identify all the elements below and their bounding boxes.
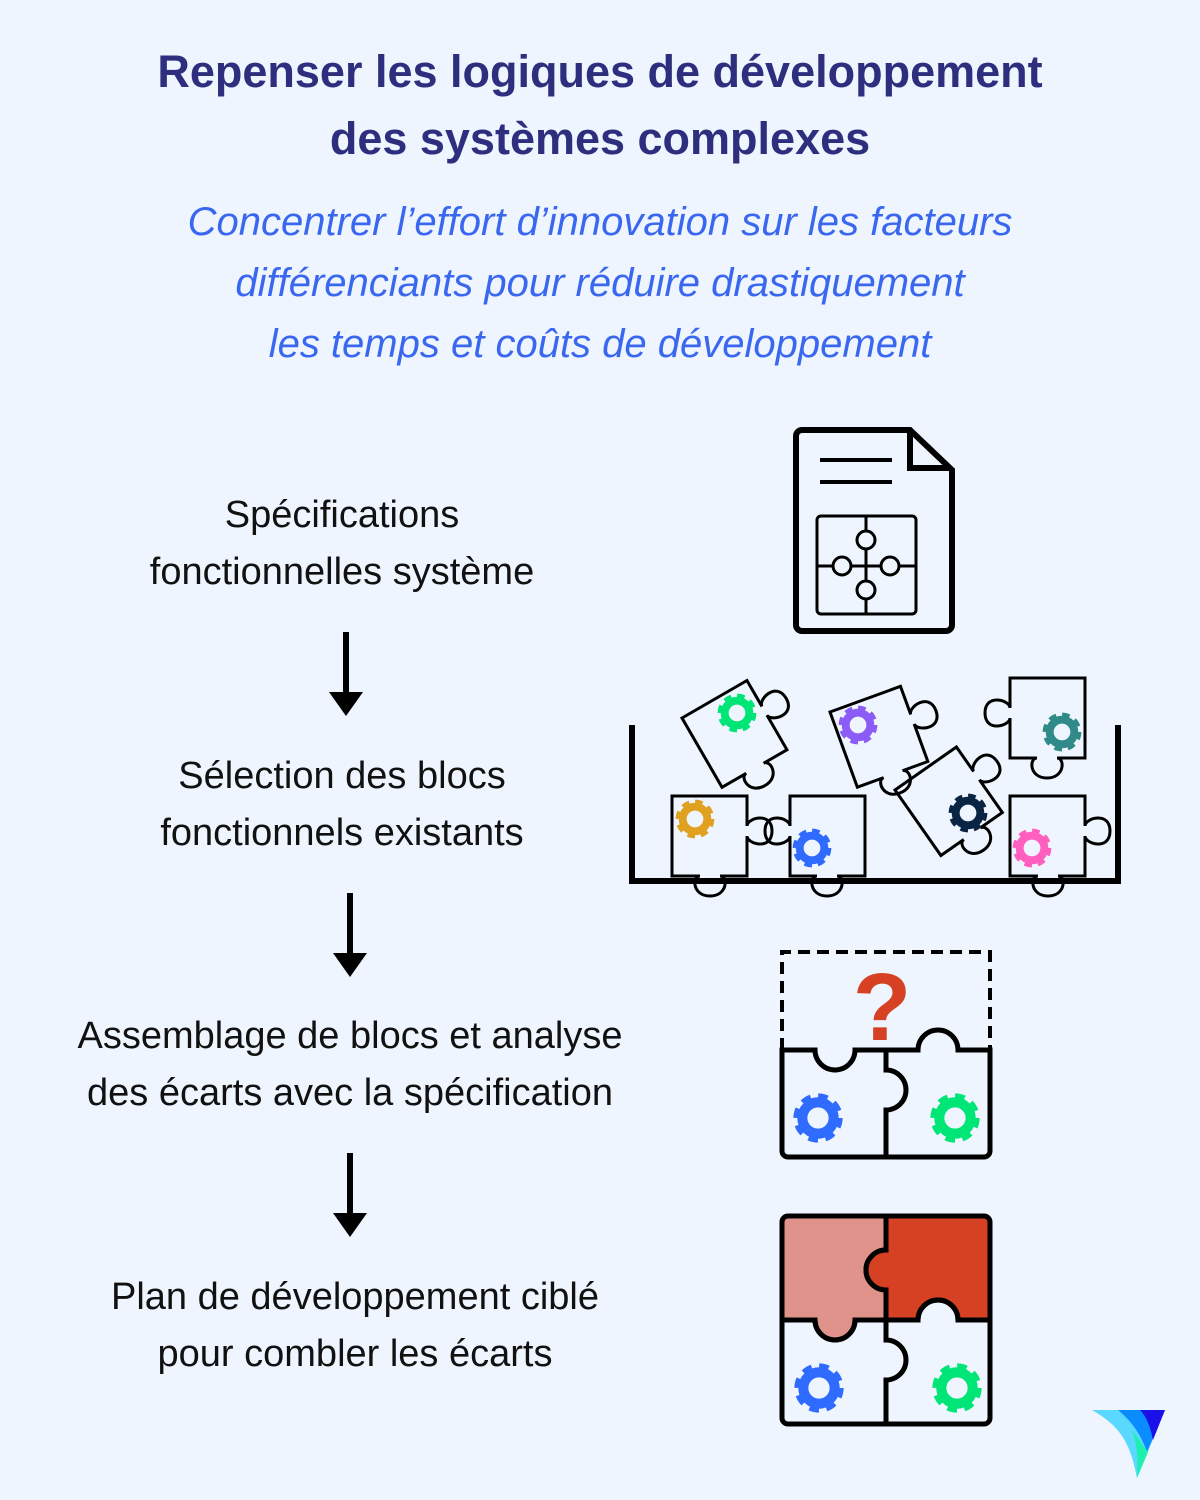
puzzle-complete-icon	[779, 1213, 993, 1427]
gear-icon	[1047, 717, 1077, 747]
gear-icon	[680, 804, 710, 834]
brand-logo	[1092, 1410, 1165, 1478]
gear-icon	[799, 1099, 837, 1137]
puzzle-piece	[828, 676, 960, 808]
puzzle-bin-icon	[629, 666, 1121, 898]
down-arrow-icon	[329, 632, 363, 716]
gear-icon	[938, 1369, 976, 1407]
down-arrow-icon	[333, 1153, 367, 1237]
specification-document-icon	[793, 427, 955, 634]
gear-icon	[936, 1099, 974, 1137]
down-arrow-icon	[333, 893, 367, 977]
gear-icon	[797, 833, 827, 863]
gear-icon	[1017, 833, 1047, 863]
subtitle: Concentrer l’effort d’innovation sur les…	[187, 200, 1013, 366]
gear-icon	[953, 798, 983, 828]
gear-icon	[800, 1369, 838, 1407]
puzzle-gap-icon: ?	[779, 950, 993, 1160]
gear-icon	[722, 698, 752, 728]
gear-icon	[843, 710, 873, 740]
page-title: Repenser les logiques de développement d…	[157, 46, 1043, 164]
puzzle-piece	[680, 666, 821, 807]
question-mark: ?	[853, 954, 912, 1061]
